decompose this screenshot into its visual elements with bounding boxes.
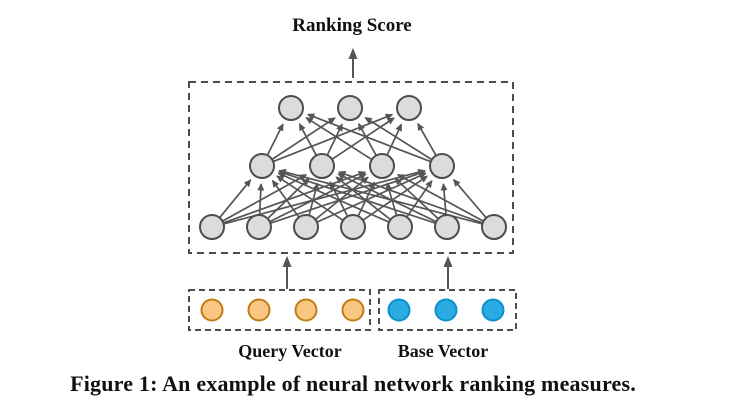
base-vector-node [387, 298, 411, 322]
input-layer-node [434, 214, 460, 240]
query-vector-label: Query Vector [238, 341, 342, 361]
top-hidden-layer-node [396, 95, 422, 121]
connection-line [222, 173, 308, 222]
connection-line [266, 123, 284, 156]
connection-line [364, 116, 433, 161]
connection-line [396, 173, 484, 223]
base-vector-box [378, 289, 517, 331]
middle-hidden-layer-node [429, 153, 455, 179]
input-layer-node [340, 214, 366, 240]
top-hidden-layer-node [337, 95, 363, 121]
connection-line [271, 179, 300, 218]
input-layer-node [293, 214, 319, 240]
connection-line [417, 122, 437, 156]
connection-line [326, 123, 343, 156]
connection-line [337, 173, 437, 223]
query-vector-node [341, 298, 365, 322]
query-vector-node [247, 298, 271, 322]
connection-line [335, 176, 392, 221]
connection-line [394, 177, 439, 220]
middle-hidden-layer-node [309, 153, 335, 179]
connection-line [386, 123, 403, 156]
connection-line [257, 182, 265, 216]
connection-line [277, 172, 390, 223]
base-vector-node [434, 298, 458, 322]
connection-line [305, 116, 373, 161]
connection-line [453, 178, 487, 219]
connection-line [267, 177, 310, 220]
query-vector-box [188, 289, 371, 331]
input-layer-node [387, 214, 413, 240]
connection-line [269, 173, 367, 223]
connection-line [362, 175, 428, 221]
connection-line [271, 117, 336, 161]
connection-line [406, 180, 433, 218]
connection-line [331, 117, 395, 161]
connection-line [272, 113, 394, 163]
connection-line [338, 170, 483, 224]
base-vector-node [481, 298, 505, 322]
connection-line [278, 170, 436, 225]
connection-line [298, 122, 318, 156]
network-box [188, 81, 514, 254]
input-layer-node [246, 214, 272, 240]
query-vector-node [294, 298, 318, 322]
connection-line [357, 122, 377, 156]
input-layer-node [199, 214, 225, 240]
connection-line [218, 179, 252, 219]
figure-caption: Figure 1: An example of neural network r… [70, 371, 636, 396]
middle-hidden-layer-node [249, 153, 275, 179]
base-vector-label: Base Vector [397, 341, 489, 361]
top-hidden-layer-node [278, 95, 304, 121]
connection-line [306, 113, 432, 163]
connection-line [276, 175, 344, 222]
middle-hidden-layer-node [369, 153, 395, 179]
ranking-score-label: Ranking Score [292, 15, 412, 36]
input-layer-node [481, 214, 507, 240]
query-vector-node [200, 298, 224, 322]
